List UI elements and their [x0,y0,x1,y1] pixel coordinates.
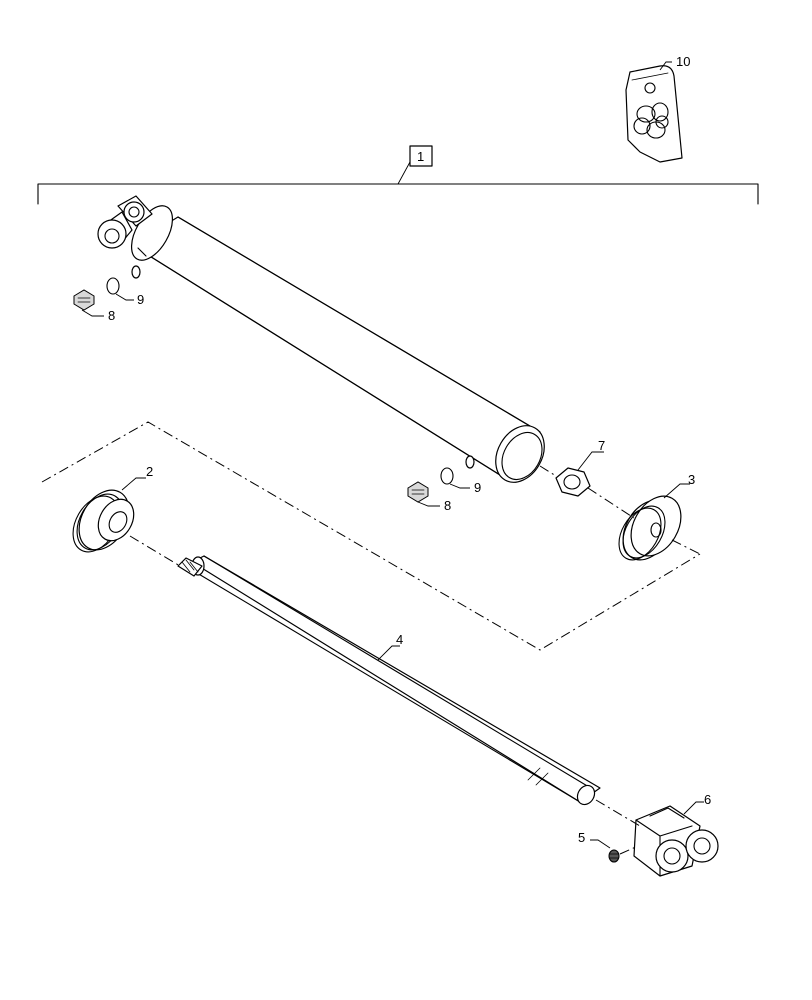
plug-lower: 8 [407,481,451,513]
callout-8-upper: 8 [108,308,115,323]
assembly-centerlines [41,421,701,855]
callout-10: 10 [676,54,690,69]
o-ring-lower: 9 [440,467,481,495]
callout-2: 2 [146,464,153,479]
rod-clevis: 6 [633,792,719,877]
plug-upper: 8 [73,289,115,323]
gland: 2 [72,464,153,553]
callout-6: 6 [704,792,711,807]
callout-5: 5 [578,830,585,845]
grease-fitting: 5 [578,830,620,863]
callout-8-lower: 8 [444,498,451,513]
callout-3: 3 [688,472,695,487]
callout-7: 7 [598,438,605,453]
cylinder-barrel [97,195,545,483]
piston-rod: 4 [177,555,601,806]
callout-1: 1 [417,149,424,164]
callout-9-lower: 9 [474,480,481,495]
callout-box-1 [409,145,433,167]
nut: 7 [555,438,605,497]
assembly-bracket: 1 [37,145,759,205]
seal-kit-bag: 10 [625,54,690,163]
callout-9-upper: 9 [137,292,144,307]
piston: 3 [618,472,695,561]
callout-4: 4 [396,632,403,647]
o-ring-upper: 9 [106,277,144,307]
